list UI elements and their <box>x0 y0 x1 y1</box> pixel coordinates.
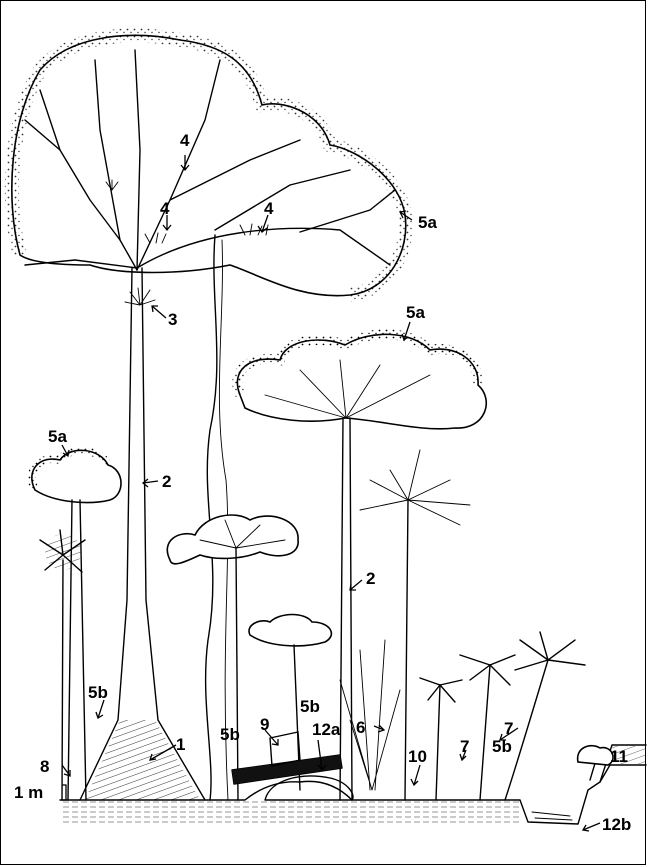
canopy-tree-left <box>32 450 121 800</box>
label-9: 9 <box>260 715 269 734</box>
label-scale: 1 m <box>14 783 43 802</box>
label-5a-left: 5a <box>48 427 67 446</box>
label-7-left: 7 <box>460 737 469 756</box>
label-2-right: 2 <box>366 569 375 588</box>
label-5b-left: 5b <box>88 683 108 702</box>
label-5b-mid-upper: 5b <box>300 697 320 716</box>
label-11: 11 <box>610 747 628 766</box>
label-7-right: 7 <box>504 719 513 738</box>
label-3: 3 <box>168 310 177 329</box>
label-1: 1 <box>176 735 185 754</box>
label-5a-main: 5a <box>418 213 437 232</box>
fallen-log <box>232 732 342 784</box>
label-5b-right: 5b <box>492 737 512 756</box>
understory-herb <box>340 640 400 790</box>
label-12b: 12b <box>602 815 631 834</box>
ravine <box>532 812 572 820</box>
label-12a: 12a <box>312 720 341 739</box>
palm-right-1 <box>505 632 585 800</box>
label-5b-mid: 5b <box>220 725 240 744</box>
label-2-left: 2 <box>162 472 171 491</box>
label-10: 10 <box>408 747 427 766</box>
palm-right-3 <box>420 678 462 800</box>
label-8: 8 <box>40 757 49 776</box>
label-4-left: 4 <box>160 199 170 218</box>
label-4-top: 4 <box>180 131 190 150</box>
understorey-tree <box>167 515 298 800</box>
label-5a-middle: 5a <box>406 303 425 322</box>
cliff-seedling <box>578 746 613 780</box>
label-6: 6 <box>356 718 365 737</box>
label-4-right: 4 <box>264 199 274 218</box>
